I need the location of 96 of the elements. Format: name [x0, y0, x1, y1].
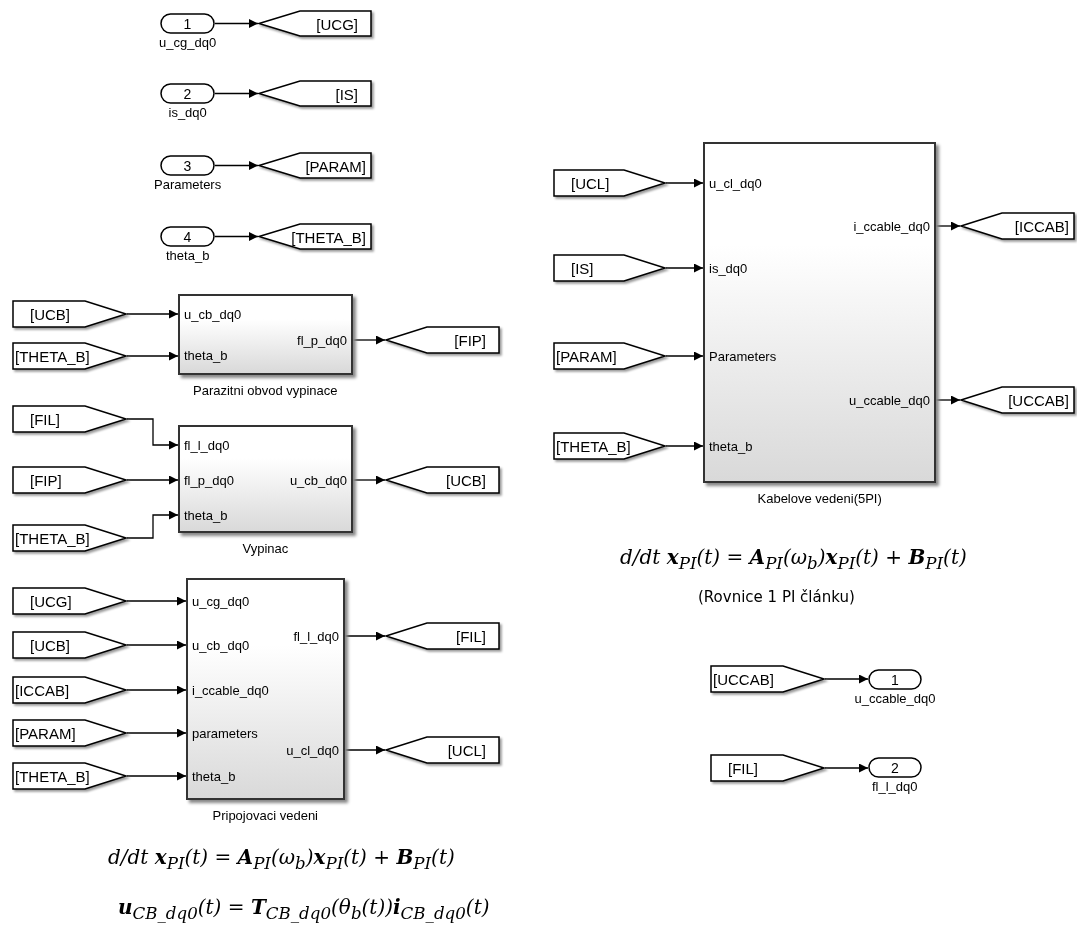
block-caption: Parazitni obvod vypinace: [193, 383, 338, 398]
signal-arrow: [126, 596, 187, 606]
from-tag: [UCG]: [12, 587, 127, 615]
port-label: u_cg_dq0: [192, 593, 250, 609]
port-label: u_cb_dq0: [184, 306, 242, 322]
port-label: is_dq0: [168, 105, 207, 120]
from-tag: [UCCAB]: [710, 665, 825, 693]
goto-tag: [PARAM]: [258, 152, 372, 179]
signal-arrow: [935, 221, 961, 231]
signal-arrow: [126, 640, 187, 650]
port-label: u_ccable_dq0: [849, 392, 930, 408]
equation: d/dt x$_{PI}$(t) = A$_{PI}$(ω$_{b}$)x$_{PI}$(t) + B$_{PI}$(t): [620, 545, 967, 573]
inport-block: 2: [160, 83, 215, 104]
port-label: theta_b: [192, 768, 236, 784]
goto-tag: [FIL]: [385, 622, 500, 650]
block-caption: Pripojovaci vedeni: [212, 808, 318, 823]
from-tag: [IS]: [553, 254, 666, 282]
signal-arrow: [214, 232, 259, 241]
inport-block: 1: [160, 13, 215, 34]
signal-arrow: [352, 335, 386, 345]
port-label: parameters: [192, 725, 258, 741]
from-tag: [UCL]: [553, 169, 666, 197]
goto-tag: [UCL]: [385, 736, 500, 764]
signal-arrow: [126, 728, 187, 738]
signal-arrow: [214, 19, 259, 28]
port-label: u_cb_dq0: [289, 472, 347, 488]
goto-tag: [UCCAB]: [960, 386, 1075, 414]
goto-tag: [UCG]: [258, 10, 372, 37]
inport-block: 4: [160, 226, 215, 247]
signal-arrow: [126, 351, 179, 361]
from-tag: [THETA_B]: [12, 342, 127, 370]
signal-arrow: [126, 771, 187, 781]
port-label: fl_p_dq0: [184, 472, 234, 488]
from-tag: [THETA_B]: [553, 432, 666, 460]
from-tag: [THETA_B]: [12, 762, 127, 790]
from-tag: [PARAM]: [12, 719, 127, 747]
signal-arrow: [344, 745, 386, 755]
inport-block: 2: [868, 757, 922, 778]
port-label: fl_l_dq0: [184, 437, 230, 453]
port-label: theta_b: [184, 507, 228, 523]
subsystem-block: [186, 578, 345, 800]
port-label: u_ccable_dq0: [854, 691, 936, 706]
goto-tag: [FIP]: [385, 326, 500, 354]
port-label: Parameters: [154, 177, 222, 192]
block-caption: Vypinac: [242, 541, 289, 556]
subsystem-block: [703, 142, 936, 483]
signal-arrow: [126, 418, 179, 450]
signal-arrow: [344, 631, 386, 641]
inport-block: 1: [868, 669, 922, 690]
signal-arrow: [824, 674, 869, 684]
from-tag: [PARAM]: [553, 342, 666, 370]
port-label: i_ccable_dq0: [853, 218, 930, 234]
port-label: Parameters: [709, 348, 777, 364]
signal-arrow: [352, 475, 386, 485]
port-label: u_cg_dq0: [159, 35, 217, 50]
from-tag: [UCB]: [12, 631, 127, 659]
signal-arrow: [214, 89, 259, 98]
note-text: (Rovnice 1 PI článku): [698, 588, 855, 606]
port-label: fl_l_dq0: [293, 628, 339, 644]
subsystem-block: [178, 294, 353, 375]
signal-arrow: [824, 763, 869, 773]
port-label: is_dq0: [709, 260, 748, 276]
signal-arrow: [126, 685, 187, 695]
port-label: u_cb_dq0: [192, 637, 250, 653]
block-caption: Kabelove vedeni(5PI): [757, 491, 882, 506]
from-tag: [UCB]: [12, 300, 127, 328]
goto-tag: [ICCAB]: [960, 212, 1075, 240]
signal-arrow: [214, 161, 259, 170]
signal-arrow: [665, 263, 704, 273]
port-label: i_ccable_dq0: [192, 682, 269, 698]
from-tag: [THETA_B]: [12, 524, 127, 552]
signal-arrow: [126, 475, 179, 485]
goto-tag: [UCB]: [385, 466, 500, 494]
from-tag: [ICCAB]: [12, 676, 127, 704]
port-label: u_cl_dq0: [286, 742, 339, 758]
from-tag: [FIL]: [12, 405, 127, 433]
signal-arrow: [126, 309, 179, 319]
signal-arrow: [935, 395, 961, 405]
equation: u$_{CB_dq0}$(t) = T$_{CB_dq0}$(θ$_{b}$(t))i$_{CB_dq0}$(t): [118, 895, 490, 923]
equation: d/dt x$_{PI}$(t) = A$_{PI}$(ω$_{b}$)x$_{PI}$(t) + B$_{PI}$(t): [108, 845, 455, 873]
from-tag: [FIL]: [710, 754, 825, 782]
port-label: theta_b: [709, 438, 753, 454]
port-label: fl_p_dq0: [297, 332, 347, 348]
goto-tag: [IS]: [258, 80, 372, 107]
signal-arrow: [665, 351, 704, 361]
subsystem-block: [178, 425, 353, 533]
from-tag: [FIP]: [12, 466, 127, 494]
port-label: fl_l_dq0: [872, 779, 918, 794]
signal-arrow: [665, 441, 704, 451]
port-label: theta_b: [166, 248, 210, 263]
port-label: theta_b: [184, 347, 228, 363]
signal-arrow: [126, 510, 179, 539]
goto-tag: [THETA_B]: [258, 223, 372, 250]
port-label: u_cl_dq0: [709, 175, 762, 191]
inport-block: 3: [160, 155, 215, 176]
signal-arrow: [665, 178, 704, 188]
